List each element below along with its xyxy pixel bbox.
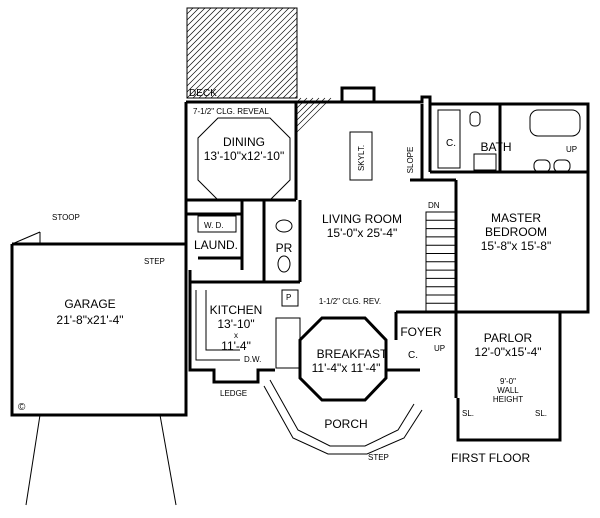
skylight <box>349 131 373 181</box>
deck-hatch-line <box>234 35 298 99</box>
garage-step-label: STEP <box>144 257 165 266</box>
powder-sink <box>275 219 293 233</box>
pantry-label: P <box>286 293 291 302</box>
deck-hatch-line <box>186 7 266 87</box>
sl-right-label: SL. <box>535 409 547 418</box>
deck-hatch-line <box>186 7 206 27</box>
washer-dryer <box>197 215 237 233</box>
wall-height-2: WALL <box>497 386 519 395</box>
deck-hatch-line <box>276 77 298 99</box>
master-size: 15'-8"x 15'-8" <box>481 239 551 253</box>
garage-label: GARAGE <box>64 297 115 311</box>
ledge-label: LEDGE <box>220 389 247 398</box>
dw-label: D.W. <box>244 355 261 364</box>
sl-left-label: SL. <box>462 409 474 418</box>
dining-ceiling-reveal <box>197 117 291 201</box>
stair-dn-label: DN <box>428 201 440 210</box>
closet-label-2: C. <box>408 350 418 361</box>
deck-hatch-line <box>222 23 298 99</box>
living-label: LIVING ROOM <box>322 212 402 226</box>
interior-walls <box>186 102 588 312</box>
closet-label-1: C. <box>446 138 456 149</box>
bath-up-label: UP <box>566 145 577 154</box>
skylight-label: SKYLT. <box>357 145 366 171</box>
deck-hatch-line <box>186 7 224 45</box>
kitchen-label: KITCHEN <box>210 303 263 317</box>
kitchen-width: 13'-10" <box>217 317 254 331</box>
garage-size: 21'-8"x21'-4" <box>56 313 123 327</box>
stairs <box>425 211 457 313</box>
kitchen-counters <box>195 289 301 369</box>
wd-label: W. D. <box>204 221 224 230</box>
dining-label: DINING <box>223 135 265 149</box>
deck-label: DECK <box>189 88 217 99</box>
parlor-label: PARLOR <box>484 331 533 345</box>
kitchen-length: 11'-4" <box>221 339 251 353</box>
deck-hatch-line <box>228 29 298 99</box>
master-label: MASTER <box>491 211 541 225</box>
powder-toilet <box>277 255 291 273</box>
deck-hatch-line <box>270 71 298 99</box>
deck-hatch-line <box>288 89 298 99</box>
deck-area <box>186 7 332 133</box>
deck-hatch-line <box>210 11 298 99</box>
laund-label: LAUND. <box>194 238 238 252</box>
copyright-mark: © <box>18 402 26 413</box>
deck-hatch-line <box>186 7 212 33</box>
exterior-walls <box>10 86 590 455</box>
slope-label: SLOPE <box>406 147 415 174</box>
parlor-size: 12'-0"x15'-4" <box>474 345 541 359</box>
deck-hatch-line <box>186 7 194 15</box>
living-size: 15'-0"x 25'-4" <box>327 226 397 240</box>
pr-label: PR <box>276 241 293 255</box>
deck-hatch-line <box>216 17 298 99</box>
driveway <box>11 231 177 506</box>
bath-label: BATH <box>480 140 511 154</box>
deck-hatch-line <box>204 7 296 99</box>
bath-fixtures <box>437 109 581 173</box>
dining-size: 13'-10"x12'-10" <box>204 149 284 163</box>
deck-hatch-line <box>240 41 298 99</box>
breakfast-label: BREAKFAST <box>317 347 388 361</box>
stoop-label: STOOP <box>52 213 80 222</box>
deck-hatch-line <box>186 7 218 39</box>
wall-height-3: HEIGHT <box>493 395 523 404</box>
deck-hatch-line <box>294 95 298 99</box>
deck-hatch-line <box>186 7 278 99</box>
deck-hatch-line <box>198 7 290 99</box>
deck-hatch-line <box>296 97 332 133</box>
deck-hatch-line <box>252 53 298 99</box>
deck-hatch-line <box>246 47 298 99</box>
ceiling-reveal-label-2: 1-1/2" CLG. REV. <box>319 297 381 306</box>
ceiling-reveal-label-1: 7-1/2" CLG. REVEAL <box>193 107 269 116</box>
deck-hatch-line <box>186 7 200 21</box>
deck-hatch-line <box>186 7 230 51</box>
porch-label: PORCH <box>324 417 367 431</box>
deck-hatch-line <box>186 7 242 63</box>
deck-hatch-line <box>186 7 236 57</box>
breakfast-size: 11'-4"x 11'-4" <box>312 361 381 375</box>
deck-hatch-line <box>258 59 298 99</box>
deck-hatch-line <box>264 65 298 99</box>
deck-hatch-line <box>192 7 284 99</box>
kitchen-by: x <box>234 331 238 340</box>
floor-label: FIRST FLOOR <box>451 451 530 465</box>
porch-step-label: STEP <box>368 453 389 462</box>
wall-height-1: 9'-0" <box>500 377 516 386</box>
foyer-label: FOYER <box>400 325 442 339</box>
deck-hatch-line <box>186 7 272 93</box>
deck-hatch-line <box>186 7 254 75</box>
bedroom-label: BEDROOM <box>485 225 547 239</box>
stair-up-label: UP <box>434 344 445 353</box>
deck-hatch-line <box>186 7 260 81</box>
deck-hatch-line <box>186 7 248 69</box>
deck-hatch-line <box>282 83 298 99</box>
room-labels: DECK 7-1/2" CLG. REVEAL DINING 13'-10"x1… <box>18 88 577 465</box>
